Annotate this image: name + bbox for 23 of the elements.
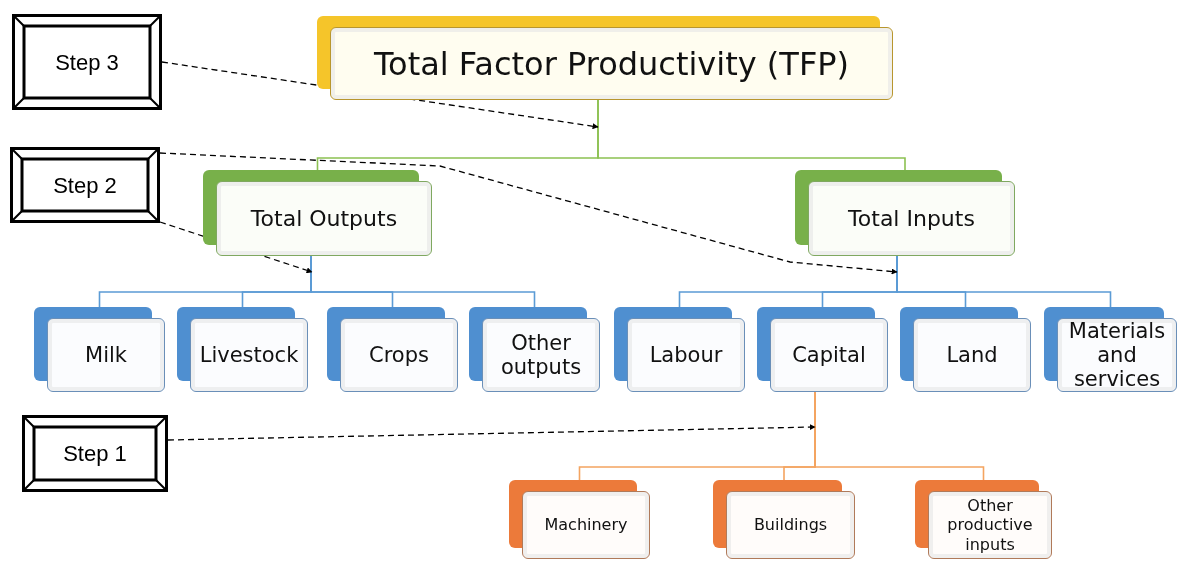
node-label: Crops: [369, 342, 429, 368]
dashed-arrow: [167, 424, 816, 441]
node-label: Machinery: [544, 515, 628, 535]
dashed-arrow: [159, 152, 898, 275]
node-label: Milk: [85, 342, 127, 368]
node-label: Step 1: [63, 440, 127, 468]
node-label: Labour: [649, 342, 723, 368]
node-label: Materials and services: [1067, 318, 1167, 392]
node-label: Capital: [792, 342, 866, 368]
node-label: Other outputs: [499, 330, 583, 380]
node-label: Total Inputs: [848, 205, 975, 233]
connector-line: [814, 391, 985, 481]
node-label: Land: [946, 342, 998, 368]
node-label: Total Factor Productivity (TFP): [373, 43, 850, 85]
node-label: Livestock: [199, 342, 299, 368]
connector-line: [896, 255, 1112, 308]
node-label: Other productive inputs: [946, 496, 1034, 554]
node-label: Step 3: [55, 48, 119, 77]
node-label: Total Outputs: [250, 205, 398, 233]
connector-line: [597, 99, 906, 171]
connector-line: [310, 255, 536, 308]
node-label: Step 2: [53, 171, 117, 200]
node-label: Buildings: [753, 515, 828, 535]
